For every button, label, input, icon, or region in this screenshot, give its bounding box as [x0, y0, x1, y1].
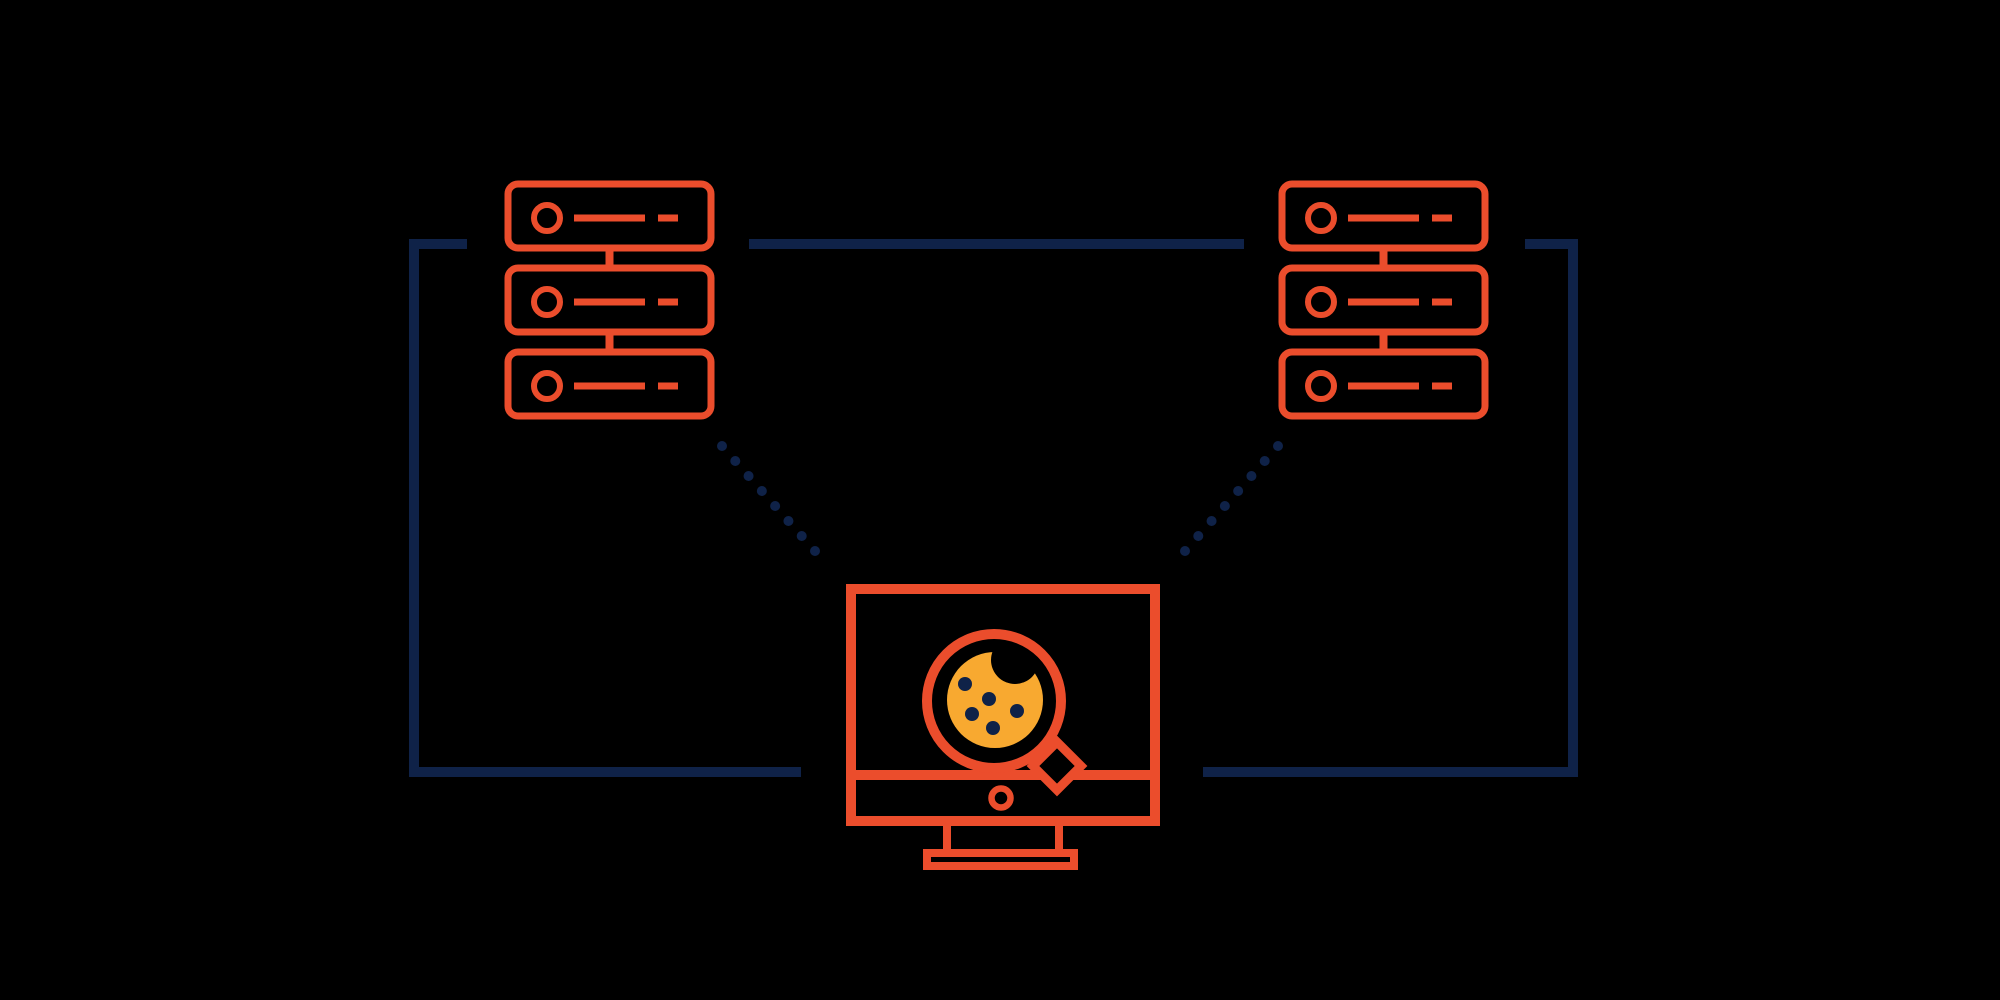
- monitor: [846, 584, 1160, 870]
- chocolate-chip-dot: [965, 707, 979, 721]
- cookie-magnifier: [922, 629, 1088, 797]
- chocolate-chip-dot: [1010, 704, 1024, 718]
- link-dot: [783, 516, 794, 526]
- server-led-circle: [1305, 286, 1337, 318]
- link-dot: [743, 471, 754, 481]
- link-dot: [810, 546, 820, 556]
- link-dot: [1233, 486, 1244, 496]
- server-unit: [1278, 348, 1489, 420]
- magnifying-glass-ring: [922, 629, 1066, 773]
- monitor-power-button: [988, 785, 1014, 811]
- chocolate-chip-dot: [958, 677, 972, 691]
- chocolate-chip-dot: [986, 721, 1000, 735]
- link-dot: [1246, 471, 1257, 481]
- dotted-link-right: [1180, 441, 1283, 556]
- server-led-circle: [531, 370, 563, 402]
- link-dot: [756, 486, 767, 496]
- link-dot: [1206, 516, 1217, 526]
- link-dot: [1180, 546, 1190, 556]
- server-stack-left: [504, 180, 715, 420]
- chocolate-chip-dot: [982, 692, 996, 706]
- link-dot: [1219, 501, 1230, 511]
- server-led-circle: [1305, 370, 1337, 402]
- link-dot: [1273, 441, 1283, 451]
- link-dot: [796, 531, 807, 541]
- server-led-circle: [531, 202, 563, 234]
- link-dot: [717, 441, 727, 451]
- link-dot: [1259, 456, 1270, 466]
- server-unit: [504, 348, 715, 420]
- monitor-stand-base: [923, 849, 1078, 870]
- link-dot: [730, 456, 741, 466]
- link-dot: [1193, 531, 1204, 541]
- magnifying-glass-handle: [1026, 735, 1088, 797]
- link-dot: [770, 501, 781, 511]
- dotted-link-left: [717, 441, 820, 556]
- border-segment: [409, 239, 801, 777]
- server-stack-right: [1278, 180, 1489, 420]
- server-led-circle: [531, 286, 563, 318]
- network-border: [409, 239, 1578, 777]
- border-segment: [1203, 239, 1578, 777]
- monitor-frame: [846, 584, 1160, 826]
- server-led-circle: [1305, 202, 1337, 234]
